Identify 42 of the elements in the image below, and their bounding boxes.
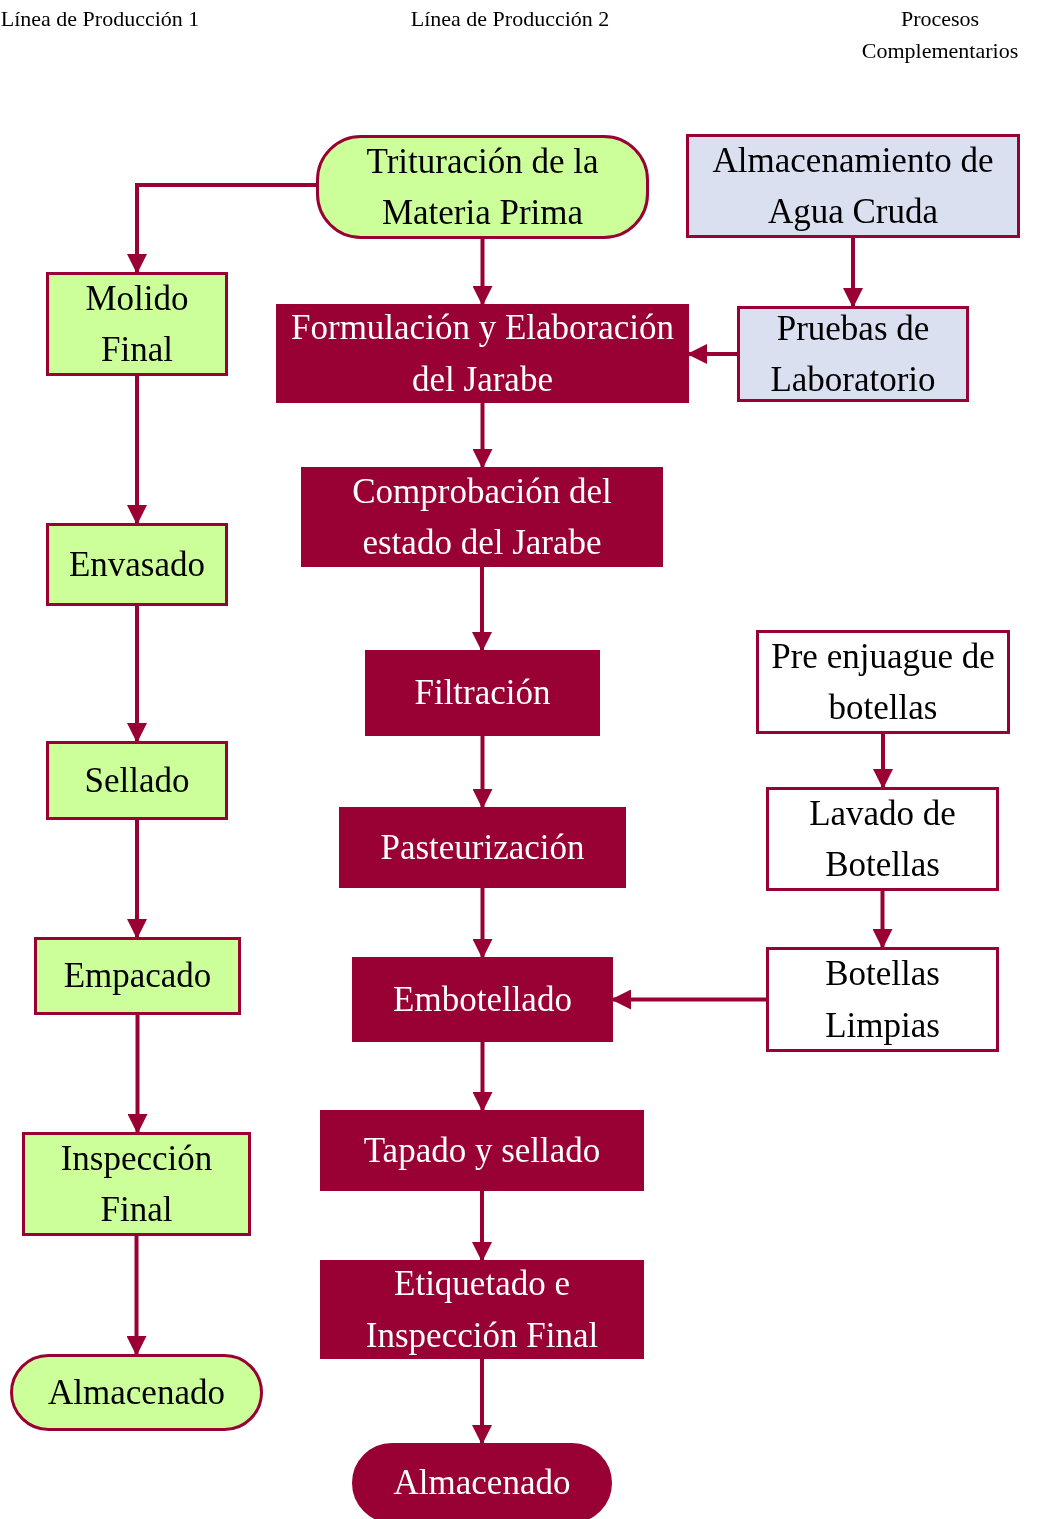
process-box: Comprobación del estado del Jarabe xyxy=(301,467,663,567)
arrow xyxy=(126,1236,147,1356)
arrow xyxy=(611,989,766,1010)
arrow xyxy=(127,376,147,525)
terminal-pill: Trituración de la Materia Prima xyxy=(316,135,649,239)
arrow xyxy=(127,606,147,743)
arrow xyxy=(127,1015,148,1134)
arrow xyxy=(873,734,893,789)
process-box: Tapado y sellado xyxy=(320,1110,644,1191)
column-heading: Línea de Producción 2 xyxy=(410,5,610,33)
process-box: Formulación y Elaboración del Jarabe xyxy=(276,304,689,403)
process-box: Empacado xyxy=(34,937,241,1015)
arrow xyxy=(472,1042,493,1112)
process-box: Filtración xyxy=(365,650,600,736)
terminal-pill: Almacenado xyxy=(352,1443,612,1519)
arrow xyxy=(472,239,493,306)
process-box: Envasado xyxy=(46,523,228,606)
column-heading: Línea de Producción 1 xyxy=(0,5,200,33)
arrow xyxy=(472,1359,492,1445)
process-box: Pre enjuague de botellas xyxy=(756,630,1010,734)
arrow xyxy=(872,891,893,949)
process-box: Pasteurización xyxy=(339,807,626,888)
arrow xyxy=(472,736,493,809)
process-box: Inspección Final xyxy=(22,1132,251,1236)
process-box: Embotellado xyxy=(352,957,613,1042)
process-box: Almacenamiento de Agua Cruda xyxy=(686,134,1020,238)
process-box: Botellas Limpias xyxy=(766,947,999,1052)
arrow xyxy=(472,1191,492,1262)
process-box: Etiquetado e Inspección Final xyxy=(320,1260,644,1359)
arrow xyxy=(472,888,493,959)
process-box: Molido Final xyxy=(46,272,228,376)
process-box: Lavado de Botellas xyxy=(766,787,999,891)
arrow xyxy=(127,183,316,274)
process-box: Pruebas de Laboratorio xyxy=(737,306,969,402)
arrow xyxy=(687,344,737,364)
arrow xyxy=(472,403,493,469)
terminal-pill: Almacenado xyxy=(10,1354,263,1431)
arrow xyxy=(843,238,863,308)
column-heading: Procesos Complementarios xyxy=(860,5,1020,65)
process-box: Sellado xyxy=(46,741,228,820)
arrow xyxy=(127,820,147,939)
arrow xyxy=(472,567,492,652)
